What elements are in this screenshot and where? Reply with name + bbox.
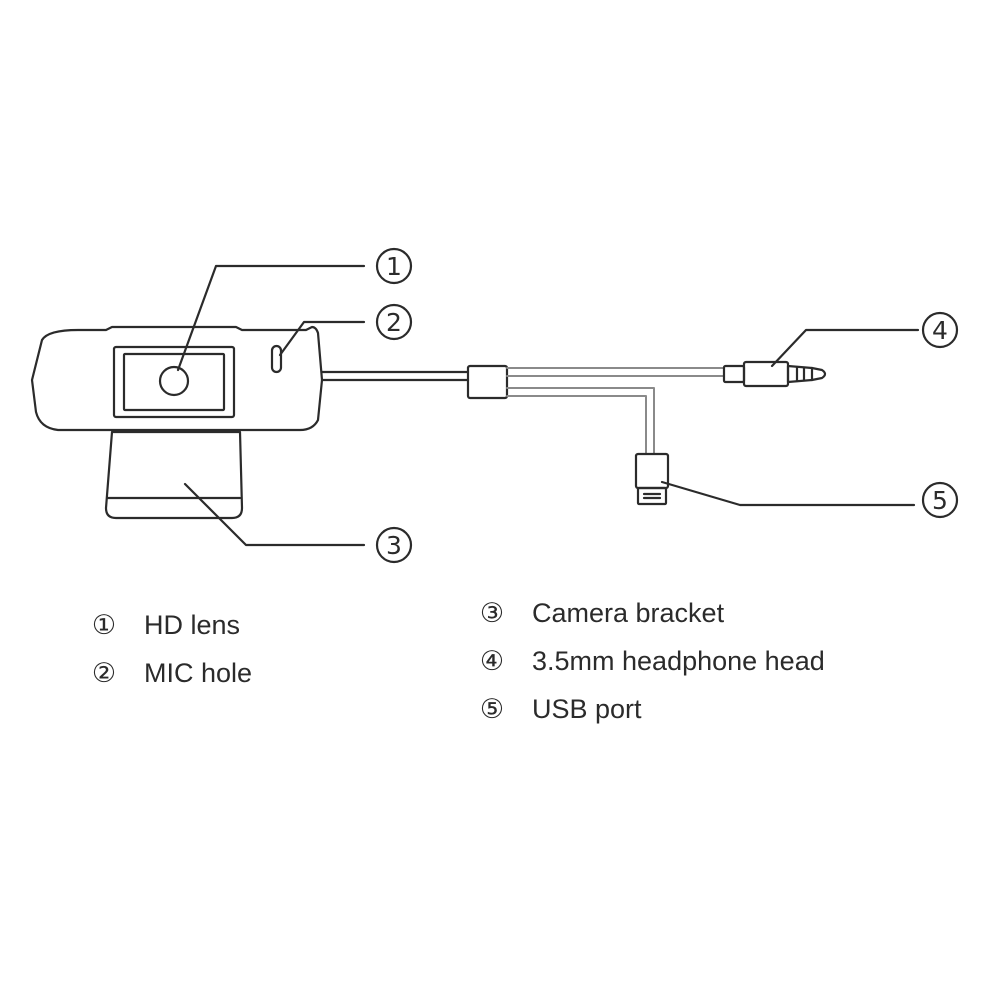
headphone-cable [506,367,725,377]
callout-number-3: 3 [386,531,402,560]
callout-number-1: 1 [386,252,402,281]
lens-window [112,345,236,419]
leader-line-lens [176,264,366,372]
callout-circle-1 [375,247,413,285]
legend-number-4: ④ [479,646,505,677]
legend-item-hd-lens: ① HD lens [88,608,240,642]
legend-number-5: ⑤ [479,694,505,725]
legend-label-headphone-head: 3.5mm headphone head [532,646,825,676]
leader-line-bracket [183,482,366,547]
callout-circle-4 [921,311,959,349]
legend-number-1: ① [91,610,117,641]
legend-number-2: ② [91,658,117,689]
callout-circle-5 [921,481,959,519]
leader-line-mic [278,320,366,357]
legend-number-3: ③ [479,598,505,629]
camera-bracket [104,430,244,520]
cable-splitter [466,364,509,400]
leader-line-usb [660,480,916,507]
callout-number-5: 5 [932,486,948,515]
legend-label-camera-bracket: Camera bracket [532,598,725,628]
mic-hole [270,344,283,374]
legend-item-mic-hole: ② MIC hole [88,656,252,690]
callout-circle-2 [375,303,413,341]
legend-label-usb-port: USB port [532,694,642,724]
legend-item-usb-port: ⑤ USB port [476,692,642,726]
hd-lens [158,365,190,397]
main-cable [320,370,470,382]
headphone-plug [722,360,827,388]
callout-number-2: 2 [386,308,402,337]
legend-label-hd-lens: HD lens [144,610,241,640]
callout-circle-3 [375,526,413,564]
leader-line-headphone [770,328,920,368]
legend-item-camera-bracket: ③ Camera bracket [476,596,724,630]
usb-plug [634,452,670,506]
legend-label-mic-hole: MIC hole [144,658,253,688]
callout-number-4: 4 [932,316,948,345]
usb-cable [506,387,655,455]
webcam-body [30,325,324,432]
legend-item-headphone-head: ④ 3.5mm headphone head [476,644,825,678]
